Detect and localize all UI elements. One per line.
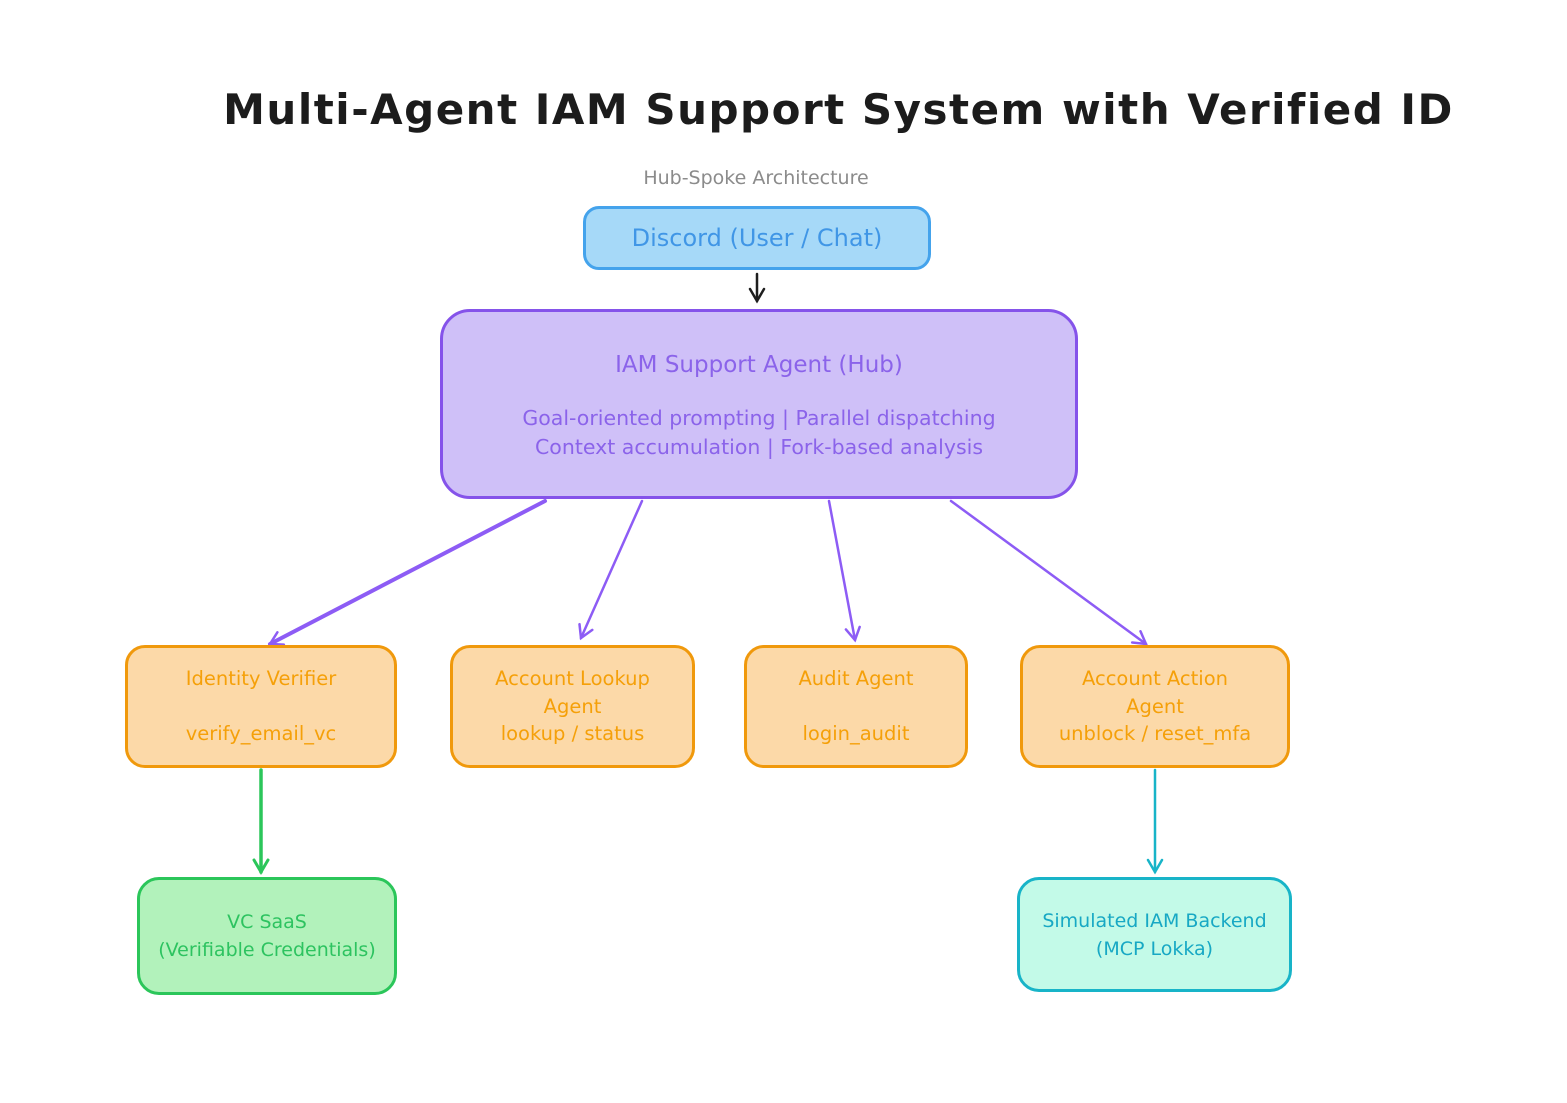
node-account-lookup-agent: Account Lookup Agent lookup / status <box>450 645 695 768</box>
edge-hub-to-account-action <box>949 499 1149 646</box>
vc-saas-detail: (Verifiable Credentials) <box>158 939 376 961</box>
edge-hub-to-audit <box>827 499 861 643</box>
node-discord: Discord (User / Chat) <box>583 206 931 270</box>
identity-verifier-tool: verify_email_vc <box>185 722 337 746</box>
iam-backend-detail: (MCP Lokka) <box>1095 937 1214 960</box>
node-audit-agent: Audit Agent login_audit <box>744 645 968 768</box>
identity-verifier-name: Identity Verifier <box>185 667 337 691</box>
account-action-name-line-2: Agent <box>1126 694 1184 718</box>
audit-agent-name: Audit Agent <box>798 667 914 691</box>
edge-hub-to-identity-verifier <box>267 499 547 646</box>
node-vc-saas: VC SaaS (Verifiable Credentials) <box>137 877 397 995</box>
hub-capabilities-line-1: Goal-oriented prompting | Parallel dispa… <box>522 406 996 430</box>
account-lookup-name-line-2: Agent <box>543 694 602 718</box>
account-lookup-name-line-1: Account Lookup <box>495 667 650 691</box>
vc-saas-name: VC SaaS <box>227 911 307 933</box>
hub-title: IAM Support Agent (Hub) <box>615 352 903 378</box>
node-simulated-iam-backend: Simulated IAM Backend (MCP Lokka) <box>1017 877 1292 992</box>
node-account-action-agent: Account Action Agent unblock / reset_mfa <box>1020 645 1290 768</box>
node-discord-label: Discord (User / Chat) <box>631 224 883 252</box>
node-identity-verifier: Identity Verifier verify_email_vc <box>125 645 397 768</box>
hub-capabilities-line-2: Context accumulation | Fork-based analys… <box>534 435 984 459</box>
iam-backend-name: Simulated IAM Backend <box>1042 909 1267 932</box>
account-action-tool: unblock / reset_mfa <box>1058 722 1252 746</box>
node-iam-support-agent-hub: IAM Support Agent (Hub) Goal-oriented pr… <box>440 309 1078 499</box>
account-lookup-tool: lookup / status <box>500 722 645 746</box>
edge-hub-to-account-lookup <box>578 499 644 641</box>
audit-agent-tool: login_audit <box>802 722 910 746</box>
diagram-subtitle: Hub-Spoke Architecture <box>643 167 869 189</box>
account-action-name-line-1: Account Action <box>1081 667 1228 691</box>
diagram-title: Multi-Agent IAM Support System with Veri… <box>223 85 1454 134</box>
